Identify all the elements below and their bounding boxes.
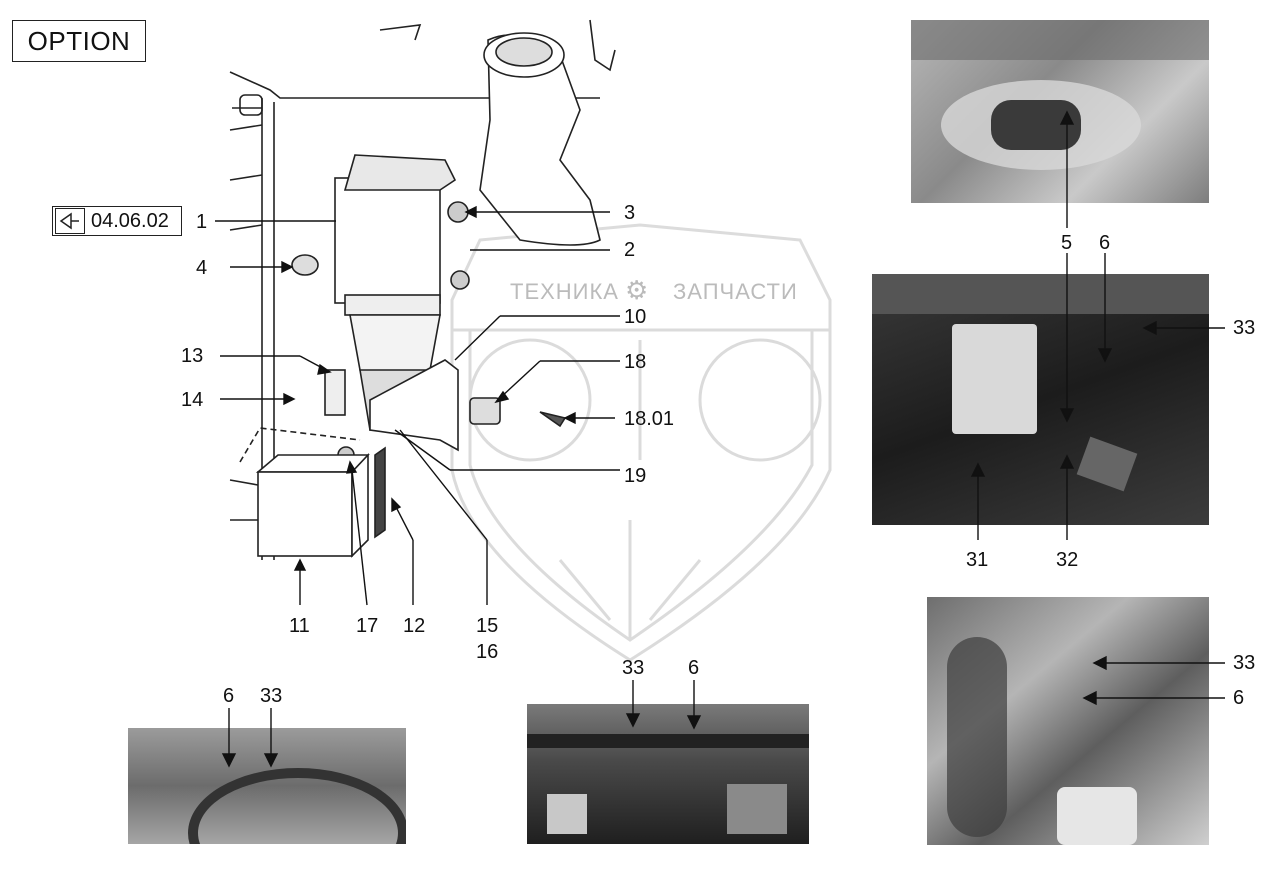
back-arrow-icon xyxy=(55,208,85,234)
callout-17: 17 xyxy=(356,615,379,637)
photo-bottom-right xyxy=(927,597,1209,845)
parts-drawing xyxy=(229,19,616,560)
callout-18: 18 xyxy=(624,351,647,373)
photo-middle-right xyxy=(872,274,1209,525)
photo3-callout-33: 33 xyxy=(1233,652,1256,674)
watermark-text-right: ЗАПЧАСТИ xyxy=(673,279,798,304)
callout-13: 13 xyxy=(181,345,204,367)
photo1-callout-6: 6 xyxy=(1099,232,1111,254)
photo2-callout-33: 33 xyxy=(1233,317,1256,339)
callout-12: 12 xyxy=(403,615,426,637)
photo5-callout-6: 6 xyxy=(688,657,700,679)
photo-bottom-center xyxy=(527,704,809,844)
callout-14: 14 xyxy=(181,389,204,411)
reference-link[interactable]: 04.06.02 xyxy=(52,206,182,236)
photo1-callout-5: 5 xyxy=(1061,232,1073,254)
callout-1: 1 xyxy=(196,211,208,233)
callout-3: 3 xyxy=(624,202,636,224)
photo-top-right xyxy=(911,20,1209,203)
watermark-shield xyxy=(450,223,832,662)
photo5-callout-33: 33 xyxy=(622,657,645,679)
callout-4: 4 xyxy=(196,257,208,279)
watermark-gear-icon: ⚙ xyxy=(625,275,649,305)
photo3-callout-6: 6 xyxy=(1233,687,1245,709)
callout-10: 10 xyxy=(624,306,647,328)
photo4-callout-33: 33 xyxy=(260,685,283,707)
callout-16: 16 xyxy=(476,641,499,663)
photo2-callout-32: 32 xyxy=(1056,549,1079,571)
callout-18-01: 18.01 xyxy=(624,408,675,430)
photo-bottom-left xyxy=(128,728,406,844)
photo4-callout-6: 6 xyxy=(223,685,235,707)
callout-19: 19 xyxy=(624,465,647,487)
leader-lines xyxy=(215,110,1225,768)
photo2-callout-31: 31 xyxy=(966,549,989,571)
callout-11: 11 xyxy=(289,615,310,637)
callout-15: 15 xyxy=(476,615,499,637)
watermark-text-left: ТЕХНИКА xyxy=(510,279,619,304)
callout-2: 2 xyxy=(624,239,636,261)
option-label: OPTION xyxy=(12,20,146,62)
reference-code: 04.06.02 xyxy=(91,209,169,232)
